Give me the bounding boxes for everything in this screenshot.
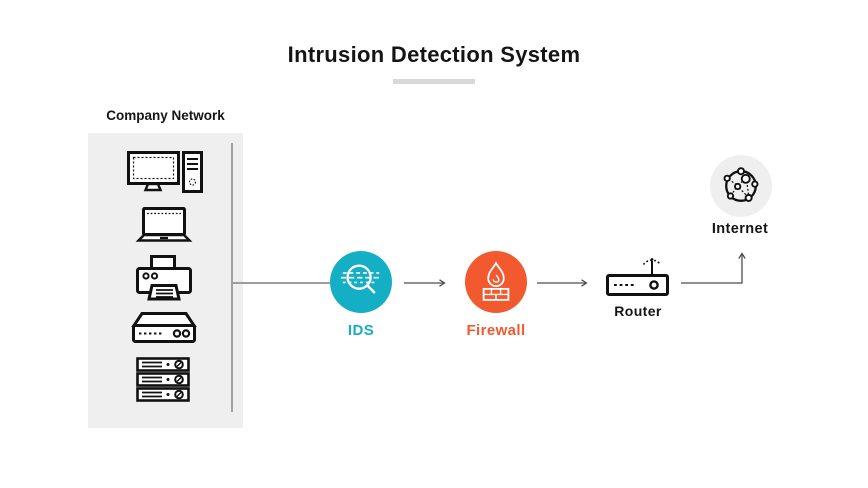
laptop-icon [134, 207, 194, 248]
firewall-node [465, 251, 527, 313]
firewall-label: Firewall [466, 322, 526, 339]
title-underline-bar [393, 79, 475, 84]
company-network-label: Company Network [106, 108, 225, 123]
router-node [606, 250, 672, 301]
wireless-router-icon [606, 258, 669, 296]
ids-node [330, 251, 392, 313]
page-title: Intrusion Detection System [287, 42, 581, 67]
server-rack-icon [136, 357, 190, 408]
flame-brick-wall-icon [482, 261, 510, 301]
globe-network-icon [723, 167, 759, 202]
desktop-computer-icon [127, 151, 203, 198]
printer-icon [136, 255, 192, 310]
magnifier-scan-icon [340, 264, 382, 294]
network-switch-icon [131, 312, 197, 349]
router-to-internet-arrow [681, 252, 746, 284]
internet-node [710, 155, 772, 217]
ids-label: IDS [347, 322, 375, 339]
router-label: Router [614, 303, 662, 319]
internet-label: Internet [711, 221, 769, 237]
